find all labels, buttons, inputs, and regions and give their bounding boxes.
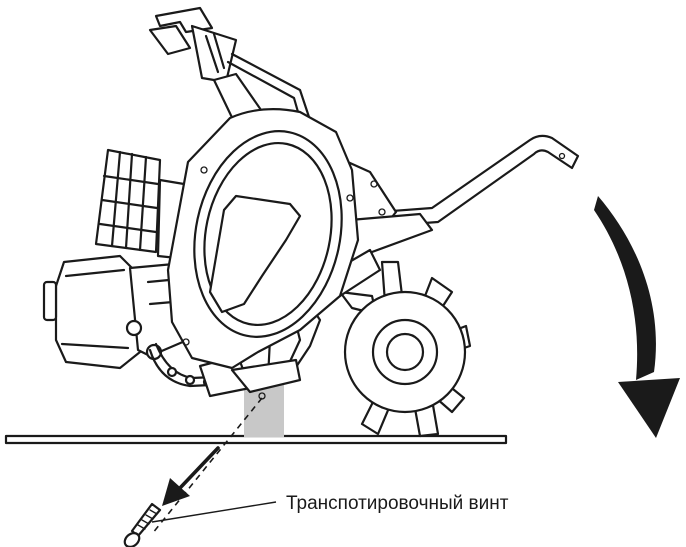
handle-bar [350,134,580,230]
upper-handle [148,6,312,132]
curved-arrow-down-icon [594,196,680,438]
callout-leader-line [151,501,277,523]
transmission-housing [166,108,360,370]
tiller-tines [338,260,472,438]
screw-housing [230,358,302,400]
ground-plate [4,434,508,445]
screw-guide-line [151,397,263,535]
transport-screw-label: Транспотировочный винт [286,493,509,514]
screw-icon [123,502,162,547]
drive-chain [148,342,252,398]
arrow-down-left-icon [162,446,220,506]
